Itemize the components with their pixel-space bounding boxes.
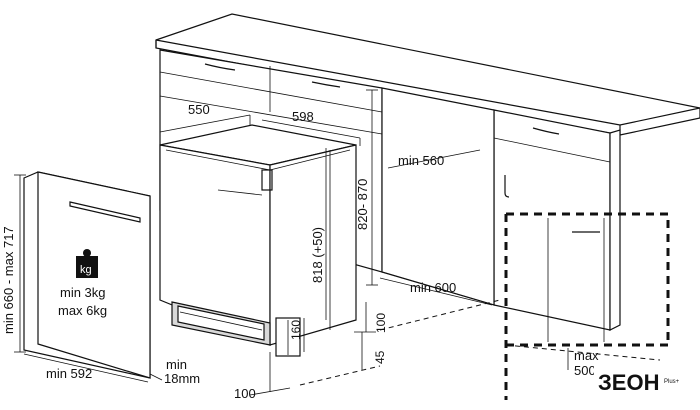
- plinth: [171, 301, 301, 357]
- dim-min-600-label: min 600: [410, 280, 456, 295]
- dim-max-label: max: [574, 348, 599, 363]
- brand-logo: ЗЕОН Plus+: [594, 362, 698, 402]
- dim-100-bottom: 100: [234, 352, 291, 401]
- door-panel: kg min 3kg max 6kg: [23, 171, 151, 379]
- weight-min: min 3kg: [60, 285, 106, 300]
- mount-bracket: [261, 169, 273, 191]
- dim-818: 818 (+50): [310, 227, 325, 283]
- dim-598: 598: [292, 109, 314, 124]
- dim-160-label: 160: [289, 320, 303, 340]
- weight-max: max 6kg: [58, 303, 107, 318]
- floor-guides: [299, 299, 661, 386]
- dim-160: 160: [289, 318, 305, 352]
- dim-min-560-label: min 560: [398, 153, 444, 168]
- dim-100-right: 100: [365, 302, 388, 333]
- weight-icon: kg: [76, 249, 98, 278]
- dim-door-height-label: min 660 - max 717: [1, 226, 16, 334]
- niche-back-wall: [381, 87, 495, 306]
- dim-max-500: max 500: [567, 348, 599, 378]
- drawer-handle-icon: [532, 127, 560, 135]
- dim-min-600: min 600: [379, 277, 493, 306]
- dim-height-range: 820- 870: [355, 89, 378, 286]
- door-handle-icon: [504, 175, 510, 198]
- dim-100-bottom-label: 100: [234, 386, 256, 401]
- dim-top: 550 598: [159, 102, 361, 146]
- dim-45: 45: [354, 331, 387, 370]
- weight-icon-text: kg: [80, 264, 92, 276]
- countertop: [155, 13, 700, 136]
- dim-door-width-label: min 592: [46, 366, 92, 381]
- dim-min-560: min 560: [387, 149, 481, 169]
- dim-550: 550: [188, 102, 210, 117]
- dim-thickness-val: 18mm: [164, 371, 200, 386]
- drawer-handle-icon: [311, 81, 341, 88]
- dim-820-870: 820- 870: [355, 179, 370, 230]
- dim-appliance-height: 818 (+50): [310, 148, 327, 320]
- dim-door-width: min 592: [23, 353, 149, 383]
- door-handle-icon: [69, 201, 141, 223]
- dim-100-right-label: 100: [374, 313, 388, 333]
- brand-suffix: Plus+: [664, 379, 680, 385]
- dim-max-value: 500: [574, 363, 596, 378]
- dim-door-thickness: min 18mm: [149, 357, 200, 386]
- alternate-position-outline: [504, 212, 670, 400]
- dishwasher-body: [159, 124, 357, 346]
- right-cabinet: [493, 109, 621, 331]
- dim-thickness-min: min: [166, 357, 187, 372]
- drawer-handle-icon: [204, 63, 236, 71]
- dim-door-height: min 660 - max 717: [1, 174, 26, 353]
- dim-45-label: 45: [373, 350, 387, 364]
- brand-logo-text: ЗЕОН: [598, 370, 659, 395]
